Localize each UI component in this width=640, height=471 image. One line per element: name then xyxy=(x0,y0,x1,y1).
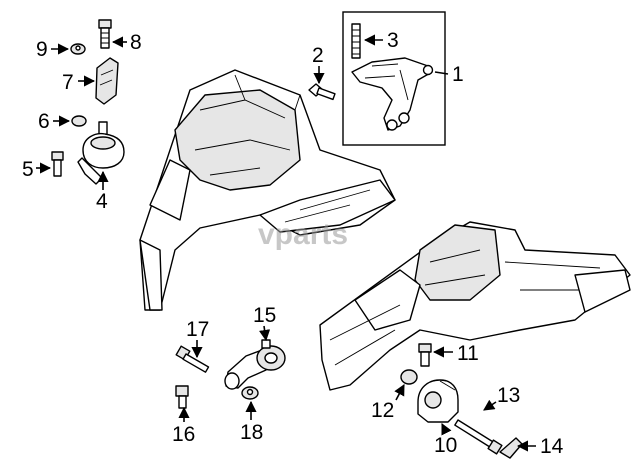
callout-9: 9 xyxy=(36,38,48,61)
callout-15: 15 xyxy=(253,304,276,327)
callout-16: 16 xyxy=(172,423,195,446)
bolt-part-5 xyxy=(51,151,64,177)
callout-12: 12 xyxy=(371,399,394,422)
callout-7: 7 xyxy=(62,71,74,94)
leader-12 xyxy=(394,384,405,401)
callout-14: 14 xyxy=(540,435,564,458)
watermark-logo: vparts xyxy=(258,218,348,251)
callout-2: 2 xyxy=(312,44,324,67)
bolt-part-17 xyxy=(175,345,210,373)
leader-13 xyxy=(483,399,497,411)
nut-part-18 xyxy=(241,386,259,400)
bolt-part-8 xyxy=(98,19,112,49)
callout-1: 1 xyxy=(452,63,464,86)
torque-rod-part-15 xyxy=(224,339,286,390)
pad-part-7 xyxy=(95,57,119,105)
right-frame-rail xyxy=(319,221,631,391)
bolt-part-2 xyxy=(308,83,336,101)
callout-18: 18 xyxy=(240,421,263,444)
nut-part-12 xyxy=(400,369,418,385)
leader-lines xyxy=(36,34,536,452)
nut-part-9 xyxy=(70,43,86,55)
left-frame-rail xyxy=(139,69,396,311)
callout-8: 8 xyxy=(130,31,142,54)
leader-10 xyxy=(441,422,452,436)
callout-17: 17 xyxy=(186,318,209,341)
callout-4: 4 xyxy=(96,190,108,213)
bolt-part-16 xyxy=(175,385,189,409)
mount-part-10 xyxy=(417,379,459,423)
callout-labels: 1 2 3 4 5 6 7 8 9 10 11 12 13 14 15 16 1… xyxy=(22,29,564,458)
clip-part-14 xyxy=(499,437,523,459)
callout-5: 5 xyxy=(22,158,34,181)
callout-13: 13 xyxy=(497,384,520,407)
bolt-part-13 xyxy=(454,419,503,455)
leader-1 xyxy=(434,71,449,75)
stud-part-3 xyxy=(351,23,361,59)
mount-part-4 xyxy=(77,121,125,185)
bolt-part-11 xyxy=(418,343,432,367)
callout-6: 6 xyxy=(38,110,50,133)
callout-11: 11 xyxy=(457,342,479,365)
nut-part-6 xyxy=(71,115,87,127)
leader-15 xyxy=(259,325,271,342)
callout-3: 3 xyxy=(387,29,399,52)
callout-10: 10 xyxy=(434,434,457,457)
